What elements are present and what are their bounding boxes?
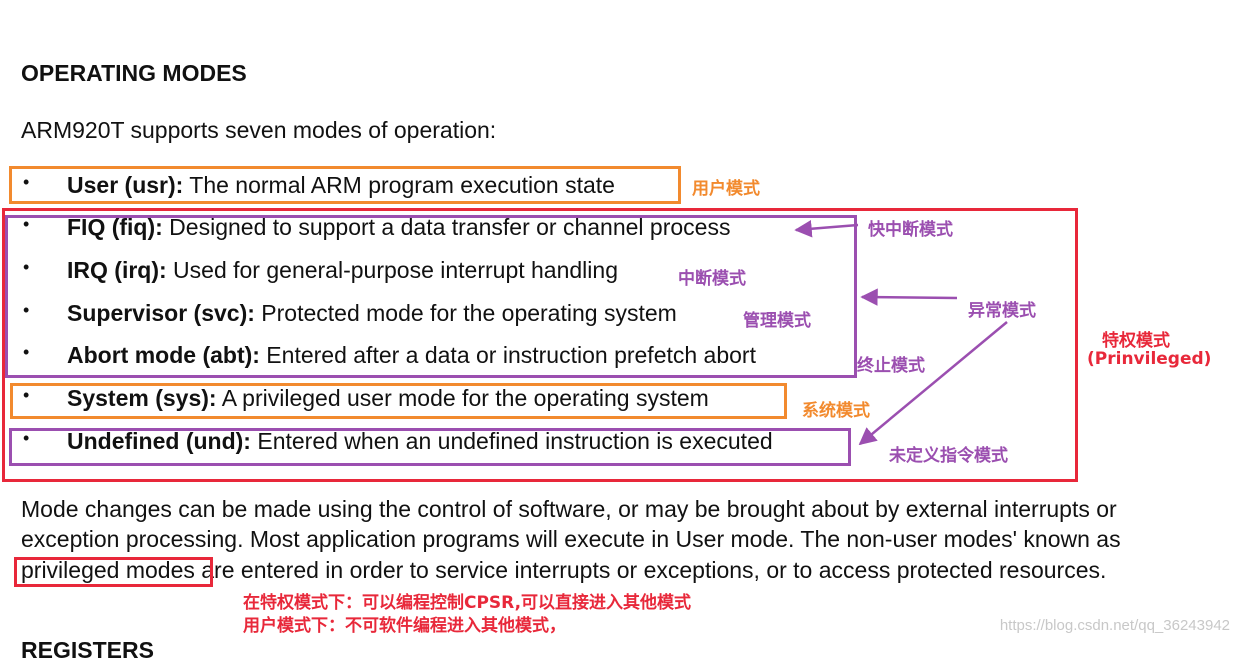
privileged-modes-box xyxy=(2,208,1078,482)
annotation-privileged-en: (Prinvileged) xyxy=(1087,349,1212,369)
bullet: • xyxy=(23,342,30,362)
mode-name: System (sys): xyxy=(67,385,217,411)
mode-desc: Used for general-purpose interrupt handl… xyxy=(166,257,618,283)
next-section-heading: REGISTERS xyxy=(21,637,154,663)
bullet: • xyxy=(23,257,30,277)
bullet: • xyxy=(23,300,30,320)
annotation-privileged-cn: 特权模式 xyxy=(1102,331,1170,351)
paragraph-line-2: exception processing. Most application p… xyxy=(21,526,1121,552)
mode-desc: The normal ARM program execution state xyxy=(183,172,615,198)
paragraph-line-3: privileged modes are entered in order to… xyxy=(21,555,1231,585)
watermark: https://blog.csdn.net/qq_36243942 xyxy=(999,617,1230,634)
mode-name: Undefined (und): xyxy=(67,428,251,454)
annotation-irq: 中断模式 xyxy=(678,269,746,289)
annotation-user: 用户模式 xyxy=(692,179,760,199)
exception-arrow xyxy=(860,288,958,306)
section-heading: OPERATING MODES xyxy=(21,60,247,86)
annotation-abort: 终止模式 xyxy=(857,356,925,376)
undefined-mode-box xyxy=(9,428,851,466)
undefined-arrow xyxy=(858,321,1008,446)
mode-user: • User (usr): The normal ARM program exe… xyxy=(23,172,615,199)
mode-desc: Designed to support a data transfer or c… xyxy=(162,214,731,240)
note-line-2: 用户模式下：不可软件编程进入其他模式， xyxy=(243,616,566,636)
annotation-exception-modes: 异常模式 xyxy=(968,301,1036,321)
user-mode-box xyxy=(9,166,681,204)
bullet: • xyxy=(23,214,30,234)
mode-desc: Protected mode for the operating system xyxy=(254,300,677,326)
privileged-modes-term: privileged modes xyxy=(21,557,195,583)
annotation-fiq: 快中断模式 xyxy=(868,220,953,240)
mode-name: Abort mode (abt): xyxy=(67,342,260,368)
paragraph-line-1: Mode changes can be made using the contr… xyxy=(21,496,1117,522)
mode-desc: Entered after a data or instruction pref… xyxy=(259,342,756,368)
mode-fiq: • FIQ (fiq): Designed to support a data … xyxy=(23,214,731,241)
mode-desc: A privileged user mode for the operating… xyxy=(216,385,709,411)
mode-name: IRQ (irq): xyxy=(67,257,167,283)
note-line-1: 在特权模式下：可以编程控制CPSR,可以直接进入其他模式 xyxy=(243,593,692,613)
bullet: • xyxy=(23,385,30,405)
fiq-arrow xyxy=(794,220,859,238)
privileged-term-box xyxy=(14,557,213,587)
mode-name: FIQ (fiq): xyxy=(67,214,163,240)
annotation-undefined: 未定义指令模式 xyxy=(889,446,1008,466)
intro-text: ARM920T supports seven modes of operatio… xyxy=(21,117,497,143)
mode-desc: Entered when an undefined instruction is… xyxy=(250,428,773,454)
mode-system: • System (sys): A privileged user mode f… xyxy=(23,385,709,412)
mode-name: User (usr): xyxy=(67,172,184,198)
mode-abort: • Abort mode (abt): Entered after a data… xyxy=(23,342,756,369)
paragraph-line-3-rest: are entered in order to service interrup… xyxy=(194,557,1107,583)
mode-irq: • IRQ (irq): Used for general-purpose in… xyxy=(23,257,618,284)
bullet: • xyxy=(23,172,30,192)
exception-modes-box xyxy=(5,215,857,378)
mode-supervisor: • Supervisor (svc): Protected mode for t… xyxy=(23,300,677,327)
annotation-supervisor: 管理模式 xyxy=(743,311,811,331)
system-mode-box xyxy=(10,383,787,419)
annotation-arrows xyxy=(794,220,1008,446)
mode-undefined: • Undefined (und): Entered when an undef… xyxy=(23,428,773,455)
bullet: • xyxy=(23,428,30,448)
annotation-system: 系统模式 xyxy=(802,401,870,421)
mode-name: Supervisor (svc): xyxy=(67,300,255,326)
